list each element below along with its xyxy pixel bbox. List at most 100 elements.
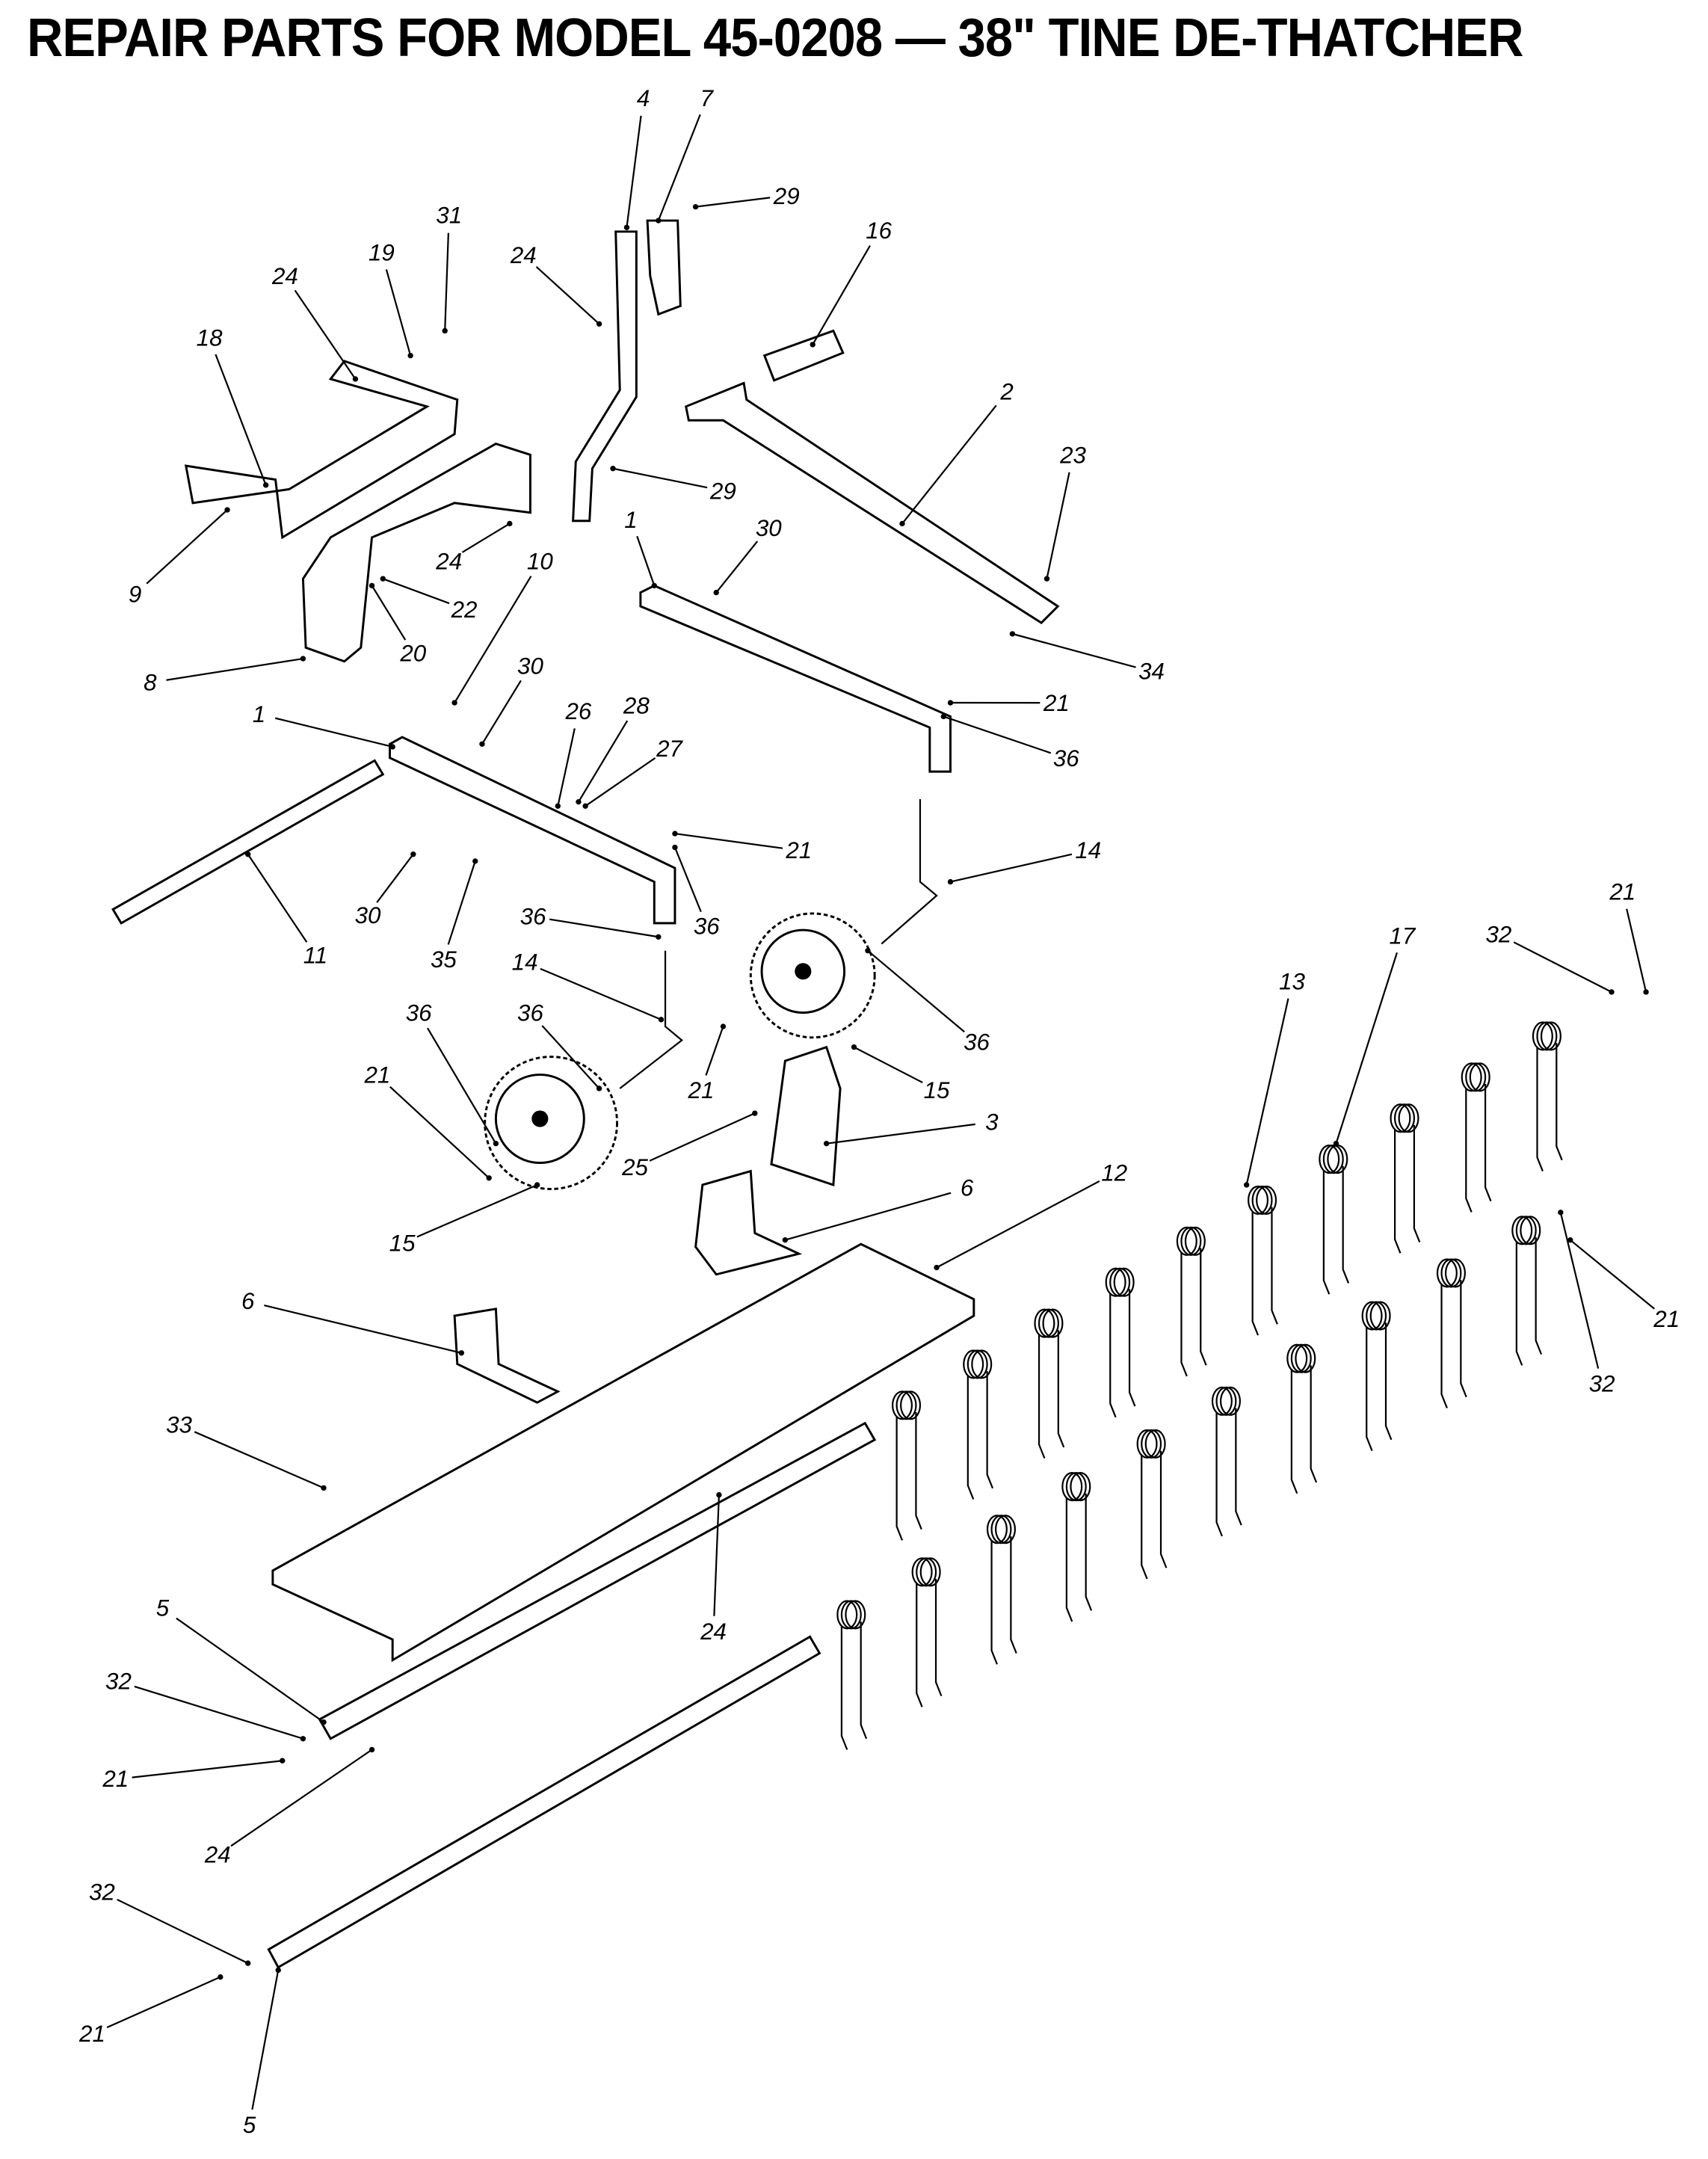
callout-number: 16 xyxy=(866,218,892,244)
leader-line xyxy=(1626,908,1647,993)
callout-34: 34 xyxy=(1009,631,1165,685)
leader-line xyxy=(695,197,771,208)
callout-number: 29 xyxy=(709,478,736,504)
callout-4: 4 xyxy=(623,85,650,230)
callout-8: 8 xyxy=(144,656,306,695)
leader-line xyxy=(636,535,656,586)
callout-36: 36 xyxy=(672,844,720,940)
callout-number: 21 xyxy=(78,2021,105,2047)
callout-33: 33 xyxy=(166,1412,327,1491)
leader-line xyxy=(1335,952,1399,1145)
tine-coil xyxy=(1361,1301,1393,1452)
callout-number: 30 xyxy=(355,902,381,928)
leader-line xyxy=(705,1026,724,1076)
callout-number: 15 xyxy=(389,1230,416,1256)
callout-number: 19 xyxy=(369,239,395,265)
tine-coil xyxy=(1248,1185,1278,1336)
tube-part-5-lower xyxy=(267,1635,821,1969)
leader-line xyxy=(612,467,708,489)
leader-line xyxy=(1559,1212,1600,1369)
callout-number: 11 xyxy=(303,942,328,968)
callout-19: 19 xyxy=(369,239,413,359)
callout-30: 30 xyxy=(713,515,782,596)
callout-36: 36 xyxy=(517,1000,602,1091)
callout-32: 32 xyxy=(1485,922,1615,995)
tube-part-5-upper xyxy=(318,1421,877,1740)
callout-number: 36 xyxy=(517,1000,543,1026)
callout-number: 17 xyxy=(1389,923,1416,949)
bracket-part-6-right xyxy=(694,1169,803,1276)
callout-number: 8 xyxy=(144,669,157,695)
leader-line xyxy=(376,854,414,903)
callout-number: 24 xyxy=(204,1842,231,1868)
callout-number: 24 xyxy=(435,548,462,574)
tine-coil xyxy=(1211,1386,1242,1537)
callout-number: 15 xyxy=(924,1077,950,1103)
callout-number: 6 xyxy=(241,1288,255,1314)
callout-23: 23 xyxy=(1043,442,1086,582)
callout-number: 21 xyxy=(688,1077,715,1103)
bracket-part-8 xyxy=(301,442,531,663)
tine-coil xyxy=(963,1349,994,1500)
callout-21: 21 xyxy=(672,831,812,863)
leader-line xyxy=(427,1027,497,1145)
callout-26: 26 xyxy=(555,698,592,809)
callout-number: 21 xyxy=(363,1062,390,1088)
callout-number: 24 xyxy=(271,263,298,289)
callout-15: 15 xyxy=(389,1182,540,1256)
callout-3: 3 xyxy=(823,1109,999,1147)
callout-32: 32 xyxy=(1558,1210,1615,1396)
callout-21: 21 xyxy=(1609,879,1649,995)
callout-14: 14 xyxy=(512,949,665,1023)
spindle-part-14-right xyxy=(881,799,938,945)
callout-20: 20 xyxy=(369,582,427,667)
callout-29: 29 xyxy=(610,466,736,504)
callout-11: 11 xyxy=(245,851,327,968)
bracket-part-3 xyxy=(770,1045,842,1186)
callout-number: 5 xyxy=(243,2112,256,2138)
callout-number: 23 xyxy=(1059,442,1086,468)
callout-number: 36 xyxy=(520,904,546,930)
tine-coil xyxy=(1136,1429,1168,1580)
leader-line xyxy=(134,1685,303,1740)
tine-coil xyxy=(1461,1062,1492,1213)
callout-number: 32 xyxy=(89,1879,115,1905)
tine-coil xyxy=(1319,1145,1350,1295)
tine-coil xyxy=(1436,1258,1467,1408)
callout-27: 27 xyxy=(582,736,684,809)
leader-line xyxy=(1012,632,1136,668)
spindle-part-14-left xyxy=(619,950,683,1089)
tine-coil xyxy=(911,1557,943,1707)
callout-number: 32 xyxy=(1589,1370,1615,1396)
leader-line xyxy=(251,1970,280,2110)
callout-15: 15 xyxy=(851,1044,950,1103)
callout-6: 6 xyxy=(241,1288,465,1356)
leader-line xyxy=(106,1976,221,2028)
leader-line xyxy=(1570,1239,1655,1310)
callout-5: 5 xyxy=(156,1595,327,1725)
callout-16: 16 xyxy=(810,218,892,348)
callout-number: 21 xyxy=(1043,690,1070,716)
leader-line xyxy=(461,523,511,553)
tine-coil xyxy=(1034,1308,1065,1459)
callout-1: 1 xyxy=(253,701,395,750)
wheel-part-15-left xyxy=(484,1056,619,1190)
leader-line xyxy=(715,540,759,594)
callout-30: 30 xyxy=(479,653,543,747)
tine-coil xyxy=(986,1515,1017,1665)
callout-number: 1 xyxy=(624,507,637,533)
leader-line xyxy=(674,832,783,849)
leader-line xyxy=(444,232,449,331)
callout-number: 4 xyxy=(637,85,650,111)
tine-assemblies xyxy=(836,1021,1563,1750)
leader-line xyxy=(382,578,450,605)
callout-24: 24 xyxy=(700,1491,727,1645)
callout-36: 36 xyxy=(406,1000,499,1147)
leader-line xyxy=(294,289,357,380)
leader-line xyxy=(1245,998,1289,1186)
leader-line xyxy=(713,1494,721,1616)
tine-coil xyxy=(891,1390,922,1541)
callout-number: 28 xyxy=(623,693,650,719)
leader-line xyxy=(385,269,412,356)
callout-25: 25 xyxy=(621,1110,758,1180)
